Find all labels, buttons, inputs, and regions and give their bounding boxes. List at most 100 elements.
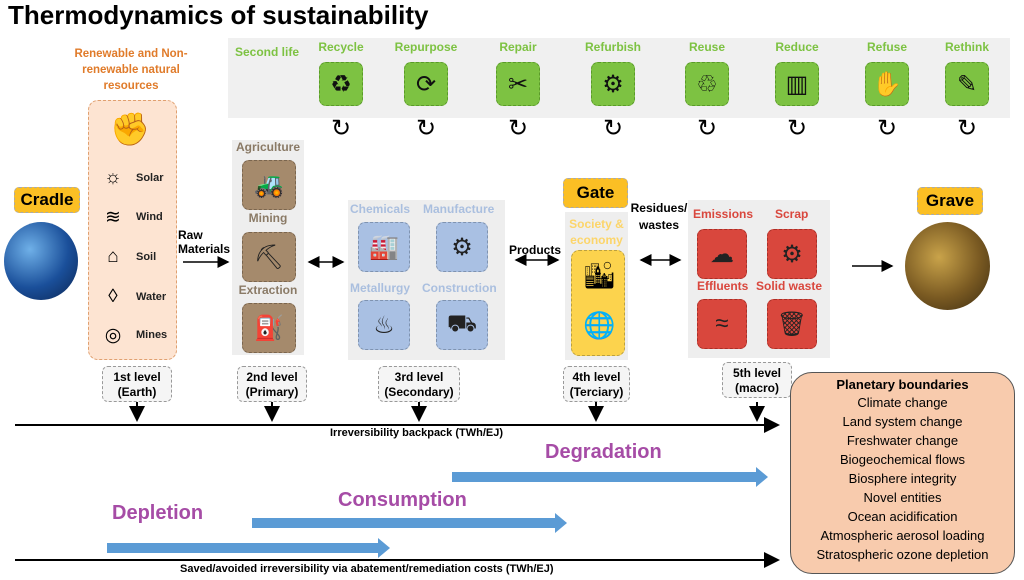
planetary-boundary-item: Stratospheric ozone depletion [816,547,989,562]
cycle-arrow-icon: ↻ [330,115,352,142]
level-2-box: 2nd level(Primary) [237,366,307,402]
cycle-arrow-icon: ↻ [876,115,898,142]
cycle-arrow-icon: ↻ [956,115,978,142]
secondary-label-metallurgy: Metallurgy [350,281,411,295]
effluent-pipe-icon: ≈ [697,299,747,349]
resource-soil-label: Soil [136,251,157,263]
reuse-icon: ♲ [685,62,729,106]
level-name: 3rd level [394,370,444,384]
smoke-cloud-icon: ☁ [697,229,747,279]
scrap-icon: ⚙ [767,229,817,279]
degradation-arrow [452,467,768,487]
water-icon: ◊ [108,286,118,307]
resource-mines-label: Mines [136,329,168,341]
depletion-arrow [107,538,390,558]
waste-label-scrap: Scrap [775,207,809,221]
second-life-refurbish-label: Refurbish [584,40,641,54]
planetary-boundary-item: Ocean acidification [847,509,958,524]
economy-globe-icon: 🌐 [583,310,616,340]
factory-icon: 🏭 [358,222,410,272]
refurbish-icon: ⚙ [591,62,635,106]
primary-label-agriculture: Agriculture [235,140,300,154]
raw-materials-label: Raw Materials [178,228,231,256]
second-life-refuse-label: Refuse [866,40,907,54]
secondary-label-manufacture: Manufacture [423,202,495,216]
page-title: Thermodynamics of sustainability [8,0,429,30]
second-life-rethink-label: Rethink [944,40,989,54]
trash-bin-icon: 🗑 [767,299,817,349]
society-label: Society & economy [569,217,624,247]
planetary-boundary-item: Biosphere integrity [848,471,957,486]
waste-label-solid-waste: Solid waste [756,279,823,293]
gate-label: Gate [563,178,628,208]
repair-icon: ✂ [496,62,540,106]
resources-box [88,100,177,360]
level-name: 4th level [572,370,621,384]
degraded-earth-image [905,222,990,310]
level-scope: (Primary) [245,385,299,399]
second-life-repurpose-label: Repurpose [394,40,458,54]
waste-label-effluents: Effluents [697,279,749,293]
level-name: 2nd level [246,370,298,384]
planetary-boundary-item: Freshwater change [846,433,959,448]
resource-wind-label: Wind [136,211,163,223]
planetary-title: Planetary boundaries [836,377,969,392]
oil-pump-icon: ⛽ [242,303,296,353]
phase-consumption: Consumption [338,489,467,511]
planetary-boundary-item: Land system change [842,414,963,429]
consumption-arrow [252,513,567,533]
society-pill [571,250,625,356]
planetary-boundary-item: Novel entities [863,490,942,505]
smelting-icon: ♨ [358,300,410,350]
secondary-label-chemicals: Chemicals [350,202,411,216]
planetary-boundary-item: Atmospheric aerosol loading [820,528,985,543]
rethink-icon: ✎ [945,62,989,106]
second-life-reuse-label: Reuse [688,40,726,54]
resource-water-label: Water [136,291,167,303]
phase-depletion: Depletion [112,502,204,524]
level-scope: (macro) [734,381,779,395]
soil-icon: ⌂ [107,246,119,267]
planetary-boundary-item: Biogeochemical flows [839,452,965,467]
cycle-arrow-icon: ↻ [786,115,808,142]
tractor-icon: 🚜 [242,160,296,210]
grave-label: Grave [917,187,983,215]
level-scope: (Secondary) [384,385,454,399]
cycle-arrow-icon: ↻ [415,115,437,142]
products-label: Products [509,243,562,257]
mines-icon: ◎ [104,325,122,346]
cycle-arrow-icon: ↻ [507,115,529,142]
level-1-box: 1st level(Earth) [102,366,172,402]
resource-solar-label: Solar [136,172,164,184]
primary-label-mining: Mining [248,211,288,225]
second-life-label: Second life [234,45,299,59]
refuse-icon: ✋ [865,62,909,106]
secondary-label-construction: Construction [422,281,497,295]
waste-label-emissions: Emissions [693,207,754,221]
level-name: 1st level [113,370,161,384]
second-life-reduce-label: Reduce [775,40,819,54]
mining-icon: ⛏ [242,232,296,282]
level-3-box: 3rd level(Secondary) [378,366,460,402]
hand-earth-icon: ✊ [110,111,150,147]
level-5-box: 5th level(macro) [722,362,792,398]
second-life-repair-label: Repair [499,40,537,54]
repurpose-icon: ⟳ [404,62,448,106]
planetary-boundary-item: Climate change [857,395,948,410]
wind-icon: ≋ [105,207,121,228]
assembly-line-icon: ⚙ [436,222,488,272]
residues-label: Residues/ wastes [630,201,688,232]
saved-label: Saved/avoided irreversibility via abatem… [180,563,554,575]
cycle-arrow-icon: ↻ [602,115,624,142]
cradle-label: Cradle [14,187,80,213]
earth-globe-image [4,222,78,300]
wheelbarrow-icon: ⛟ [436,300,488,350]
recycle-icon: ♻ [319,62,363,106]
second-life-recycle-label: Recycle [318,40,364,54]
solar-icon: ☼ [104,167,122,188]
cycle-arrow-icon: ↻ [696,115,718,142]
level-scope: (Terciary) [569,385,624,399]
phase-degradation: Degradation [545,441,662,463]
